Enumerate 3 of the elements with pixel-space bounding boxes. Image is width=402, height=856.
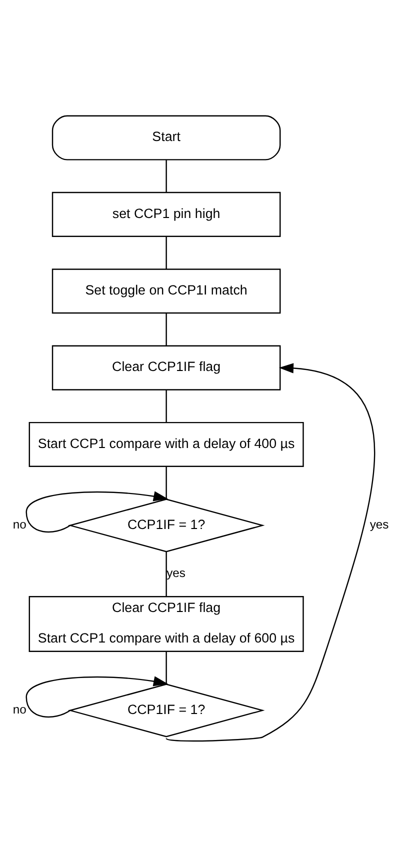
edge-label: no [12,516,26,531]
edge-label: no [12,702,26,716]
edge-label: yes [370,516,389,531]
